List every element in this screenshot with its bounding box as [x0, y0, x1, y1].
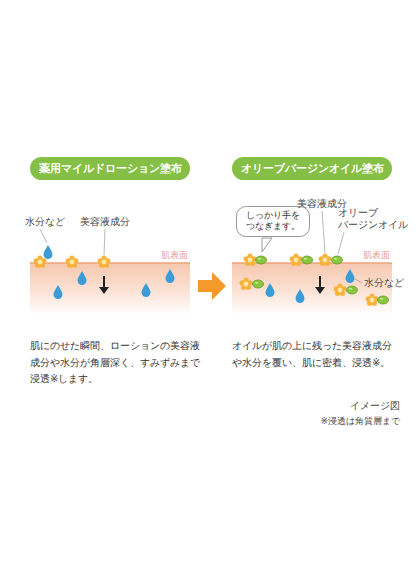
process-arrow	[198, 272, 226, 300]
description: 肌にのせた瞬間、ローションの美容液 成分や水分が角層深く、すみずみまで 浸透※し…	[30, 338, 202, 388]
note: イメージ図	[300, 400, 400, 412]
callout-label: 美容液成分	[80, 216, 130, 228]
callout-label: 水分など	[364, 277, 412, 289]
footnote: ※浸透は角質層まで	[260, 416, 400, 428]
node-text: オリーブバージンオイル塗布	[238, 161, 386, 176]
node-text: 薬用マイルドローション塗布	[36, 161, 184, 176]
step-header: オリーブバージンオイル塗布	[232, 157, 392, 180]
callout-label: 水分など	[20, 216, 70, 228]
surface-label: 肌表面	[150, 250, 188, 261]
surface-label: 肌表面	[352, 250, 390, 261]
description: オイルが肌の上に残った美容液成分 や水分を覆い、肌に密着、浸透※。	[232, 338, 402, 371]
speech-bubble: しっかり手を つなぎます。	[236, 206, 310, 237]
skin-left	[30, 229, 190, 315]
node-text: しっかり手を つなぎます。	[242, 210, 304, 233]
step-header: 薬用マイルドローション塗布	[30, 157, 190, 180]
callout-label: オリーブ バージンオイル	[338, 207, 410, 232]
